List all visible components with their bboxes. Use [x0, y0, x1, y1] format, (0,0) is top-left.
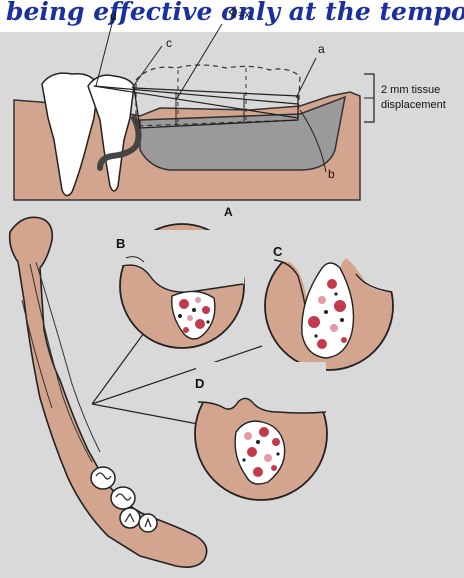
- angle-icon: [229, 7, 235, 17]
- jaw-tooth: [120, 508, 140, 528]
- panel-c-letter: C: [273, 244, 283, 259]
- tissue-label-line1: 2 mm tissue: [381, 84, 440, 96]
- label-b: b: [328, 167, 335, 181]
- angle-label: =x: [238, 9, 250, 21]
- cross-section-b: [120, 224, 244, 348]
- jaw-tooth: [91, 467, 115, 489]
- cross-section-c: [265, 240, 393, 370]
- panel-a-letter: A: [224, 205, 233, 219]
- panel-a-illustration: [14, 7, 374, 200]
- label-a: a: [318, 42, 325, 56]
- panel-d-letter: D: [195, 376, 204, 391]
- panel-b-letter: B: [116, 236, 125, 251]
- jaw-tooth: [111, 487, 135, 509]
- jaw-tooth: [139, 514, 157, 532]
- label-d: d: [110, 9, 117, 23]
- cross-section-d: [195, 362, 327, 500]
- label-c: c: [166, 36, 172, 50]
- tissue-label-line2: displacement: [381, 99, 446, 111]
